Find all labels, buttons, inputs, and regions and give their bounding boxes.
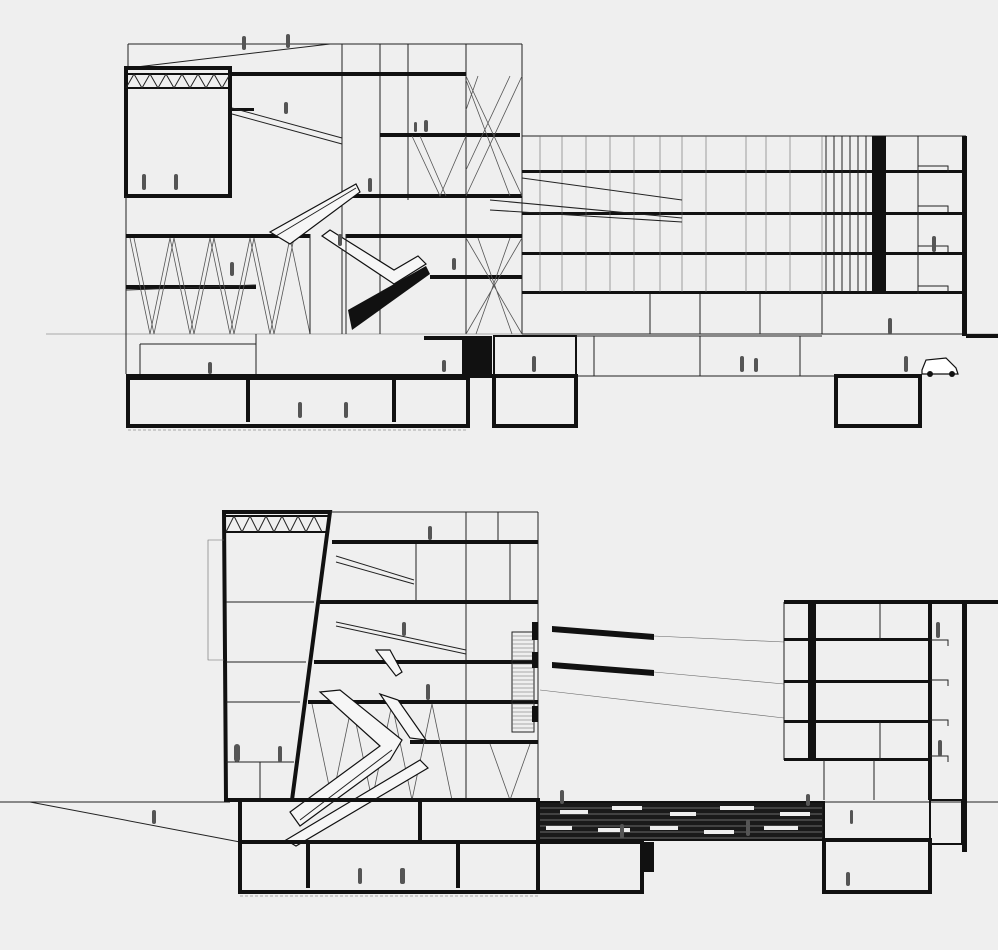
escalator-icon [284, 649, 429, 847]
person-figure-icon [152, 526, 942, 886]
upper-slab-1 [230, 72, 466, 76]
lower-tunnel [537, 801, 825, 841]
lower-bridge-1 [552, 626, 654, 640]
upper-basement-right [834, 374, 922, 428]
lower-basement-mid [536, 840, 644, 894]
upper-slab-3 [342, 194, 522, 198]
truss-icon [125, 72, 231, 90]
upper-roof-slope [127, 43, 331, 69]
lower-bridge-2 [552, 662, 654, 676]
upper-basement-mid [492, 374, 578, 428]
upper-zigzag-left [129, 237, 311, 335]
escalator-icon [268, 183, 430, 330]
lower-slope-line [29, 801, 241, 843]
lower-slab-1 [332, 540, 538, 544]
car-icon [921, 357, 959, 377]
upper-slab-4 [126, 234, 310, 238]
upper-right-wing [489, 135, 998, 338]
lower-right-building [783, 600, 998, 852]
lower-basement-right [822, 838, 932, 894]
lower-slab-2 [320, 600, 538, 604]
truss-icon [225, 514, 330, 534]
lower-slab-4 [308, 700, 538, 704]
lower-ground-box [238, 798, 540, 844]
upper-section [46, 34, 998, 431]
upper-zigzag-right [465, 75, 523, 197]
lower-stair-stack [511, 622, 538, 733]
lower-basement-left [238, 840, 540, 894]
lower-slab-3 [314, 660, 538, 664]
upper-left-box [124, 66, 232, 198]
lower-section [0, 510, 998, 897]
upper-slab-2 [380, 133, 520, 137]
upper-basement-left [126, 376, 470, 428]
person-figure-icon [142, 34, 936, 418]
